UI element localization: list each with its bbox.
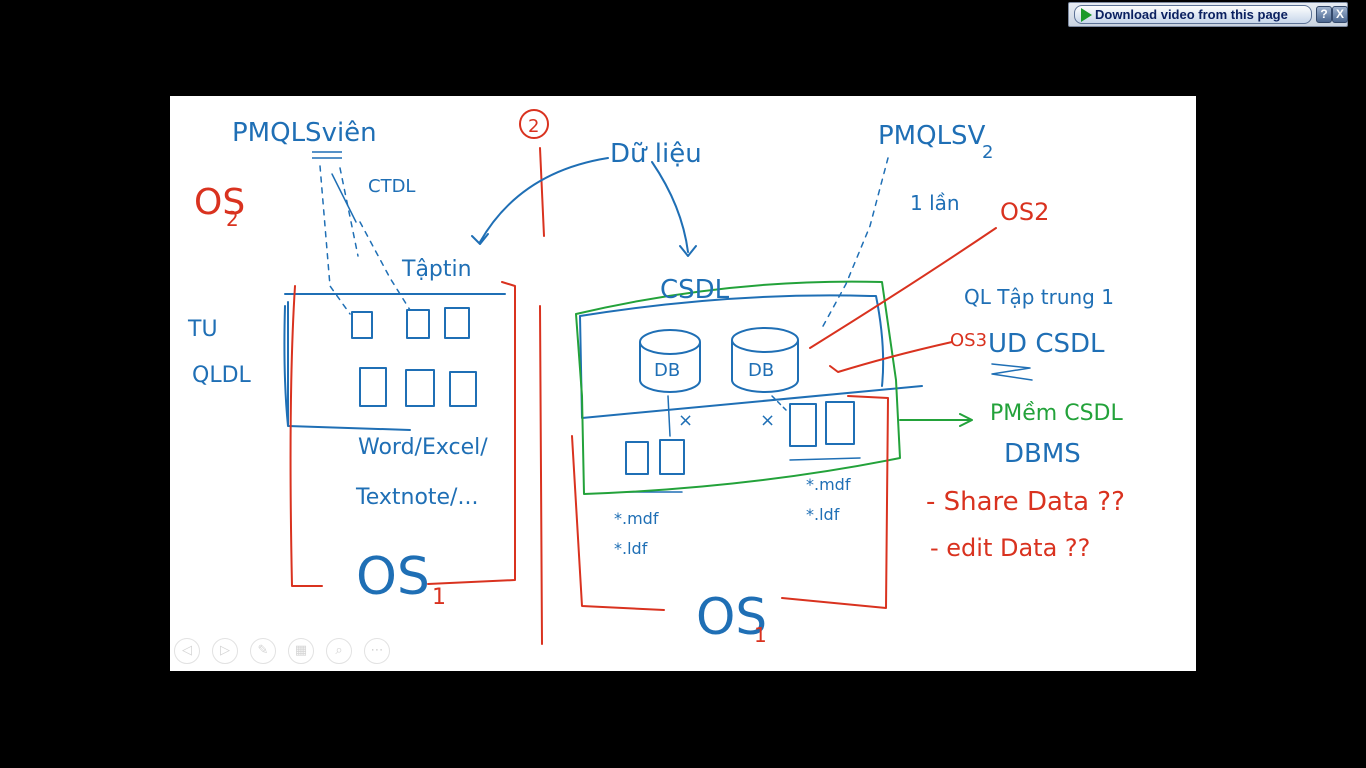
pen-icon: ✎ (257, 643, 269, 658)
pmqlsv1-label: PMQLSviên (232, 118, 377, 148)
mdf-right-label: *.mdf (806, 475, 851, 494)
os3-arrow (829, 341, 953, 373)
db1-link (667, 395, 671, 437)
arrow-to-csdl (651, 161, 697, 257)
x-mark-1: × (678, 410, 693, 431)
download-toolbar: Download video from this page ? X (1068, 2, 1348, 27)
os1-left-subscript: 1 (432, 585, 446, 610)
prev-slide-icon: ◁ (182, 643, 192, 658)
x-mark-2: × (760, 410, 775, 431)
close-icon: X (1335, 7, 1344, 21)
dashed-links-left (319, 165, 411, 315)
share-data-label: - Share Data ?? (926, 487, 1125, 517)
textnote-label: Textnote/... (355, 485, 478, 510)
more-icon: ⋯ (370, 643, 384, 658)
ctdl-link-line (331, 173, 357, 223)
center-divider-line (539, 147, 545, 645)
file-icon-1 (351, 311, 373, 339)
circle-2-label: 2 (528, 116, 539, 137)
word-excel-label: Word/Excel/ (358, 435, 488, 460)
os1-right-label: OS (696, 588, 767, 646)
prev-slide-button[interactable]: ◁ (174, 638, 200, 664)
help-button[interactable]: ? (1316, 6, 1332, 23)
qldl-label: QLDL (192, 363, 252, 388)
play-icon (1081, 8, 1092, 22)
os2-left-subscript: 2 (226, 207, 239, 231)
data-file-icon-4 (825, 401, 855, 445)
db-link-dash (771, 395, 787, 411)
whiteboard-drawing: PMQLSviên CTDL OS 2 TU QLDL Tậptin Word/… (187, 109, 1125, 647)
ud-csdl-underline (991, 363, 1033, 381)
dbms-box (575, 280, 973, 495)
ud-csdl-label: UD CSDL (988, 329, 1105, 359)
data-file-icon-3 (789, 403, 817, 447)
os1-left-label: OS (356, 547, 430, 607)
zoom-button[interactable]: ⌕ (326, 638, 352, 664)
circle-2-mark (519, 109, 549, 139)
db-cylinder-1 (639, 329, 701, 393)
tu-label: TU (187, 317, 218, 342)
file-icon-2 (406, 309, 430, 339)
data-file-icon-2 (659, 439, 685, 475)
file-system-box (283, 293, 506, 431)
next-slide-button[interactable]: ▷ (212, 638, 238, 664)
pmqlsv2-subscript: 2 (982, 142, 993, 163)
os1-right-subscript: 1 (754, 623, 767, 647)
file-icon-4 (359, 367, 387, 407)
os1-left-box (289, 281, 516, 587)
os2-left-label: OS (194, 182, 245, 223)
help-icon: ? (1320, 7, 1328, 21)
pen-button[interactable]: ✎ (250, 638, 276, 664)
db1-label: DB (654, 360, 680, 381)
os3-label: OS3 (950, 330, 987, 351)
file-icon-6 (449, 371, 477, 407)
download-video-button[interactable]: Download video from this page (1074, 5, 1312, 24)
arrow-to-taptin (471, 157, 609, 245)
pmqlsv2-label: PMQLSV (878, 121, 986, 151)
ldf-left-label: *.ldf (614, 539, 648, 558)
ql-tap-trung-label: QL Tập trung 1 (964, 285, 1114, 309)
close-button[interactable]: X (1332, 6, 1348, 23)
du-lieu-label: Dữ liệu (610, 139, 702, 169)
data-file-icon-1 (625, 441, 649, 475)
dbms-label: DBMS (1004, 439, 1081, 469)
pmem-csdl-label: PMềm CSDL (990, 401, 1123, 426)
db2-label: DB (748, 360, 774, 381)
download-video-label: Download video from this page (1095, 7, 1288, 22)
mot-lan-label: 1 lần (910, 191, 960, 215)
slides-grid-button[interactable]: ▦ (288, 638, 314, 664)
taptin-label: Tậptin (401, 257, 472, 282)
pmqlsv2-dashed-link (821, 157, 889, 329)
csdl-db-box (579, 294, 923, 419)
more-options-button[interactable]: ⋯ (364, 638, 390, 664)
slides-grid-icon: ▦ (294, 643, 308, 658)
os2-arrow (809, 227, 997, 349)
mdf-left-label: *.mdf (614, 509, 659, 528)
os1-right-box (571, 395, 889, 611)
slide-canvas: PMQLSviên CTDL OS 2 TU QLDL Tậptin Word/… (170, 96, 1196, 671)
file-icon-3 (444, 307, 470, 339)
zoom-icon: ⌕ (335, 643, 343, 658)
next-slide-icon: ▷ (220, 643, 230, 658)
db-cylinder-2 (731, 327, 799, 393)
ldf-right-label: *.ldf (806, 505, 840, 524)
csdl-top-label: CSDL (660, 275, 730, 305)
ctdl-label: CTDL (368, 176, 415, 197)
pmqlsv1-underline (312, 151, 342, 159)
os2-right-label: OS2 (1000, 198, 1049, 226)
file-icon-5 (405, 369, 435, 407)
edit-data-label: - edit Data ?? (930, 534, 1090, 562)
